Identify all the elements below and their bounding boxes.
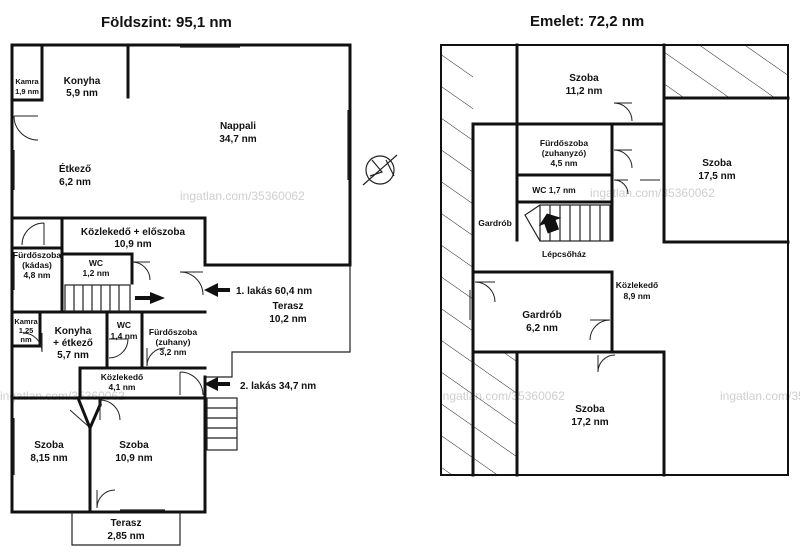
watermark: ingatlan.com/35360062 <box>720 389 800 403</box>
room-area: 10,2 nm <box>269 314 306 325</box>
room-label: Terasz <box>273 301 304 312</box>
room-label: Étkező <box>59 162 91 175</box>
upper-floor-title: Emelet: 72,2 nm <box>530 13 644 30</box>
room-area: 2,85 nm <box>107 531 144 542</box>
room-area: 6,2 nm <box>526 323 558 334</box>
room-label: Szoba <box>575 404 605 415</box>
room-area: 6,2 nm <box>59 177 91 188</box>
room-label: Fürdőszoba <box>13 250 61 260</box>
room-label: Kamra <box>14 317 38 326</box>
room-area: 17,2 nm <box>571 417 608 428</box>
room-area: 11,2 nm <box>566 86 603 97</box>
room-area: 8,15 nm <box>30 453 67 464</box>
room-label: Közlekedő + előszoba <box>81 227 186 238</box>
room-area: 5,9 nm <box>66 88 98 99</box>
room-label: Terasz <box>111 518 142 529</box>
room-area: 4,8 nm <box>24 270 51 280</box>
room-area: 17,5 nm <box>698 171 735 182</box>
room-label: Gardrób <box>522 310 561 321</box>
room-label: WC <box>89 258 103 268</box>
watermark: ingatlan.com/35360062 <box>180 189 305 203</box>
upper-floor-plan <box>440 43 790 477</box>
room-area: 1,9 nm <box>15 87 39 96</box>
room-label: Fürdőszoba <box>149 327 197 337</box>
room-label: Konyha <box>55 326 92 337</box>
room-area: 10,9 nm <box>114 239 151 250</box>
room-label: + étkező <box>53 338 93 349</box>
ground-floor-plan <box>10 43 398 546</box>
room-area: 3,2 nm <box>160 347 187 357</box>
room-area: 5,7 nm <box>57 350 89 361</box>
room-label: Szoba <box>119 440 149 451</box>
room-area: 34,7 nm <box>219 134 256 145</box>
room-area: 10,9 nm <box>115 453 152 464</box>
room-area: 1,25 <box>19 326 34 335</box>
room-area: 4,1 nm <box>109 382 136 392</box>
upper-floor-labels: Szoba 11,2 nm Fürdőszoba (zuhanyzó) 4,5 … <box>478 73 735 428</box>
room-label: Gardrób <box>478 218 512 228</box>
watermark: ingatlan.com/35360062 <box>590 186 715 200</box>
room-label: Fürdőszoba <box>540 138 588 148</box>
room-area-unit: nm <box>20 335 32 344</box>
room-label: Szoba <box>702 158 732 169</box>
room-label: Kamra <box>15 77 39 86</box>
room-label: (zuhany) <box>156 337 191 347</box>
room-label: (kádas) <box>22 260 52 270</box>
room-area: 1,2 nm <box>83 268 110 278</box>
room-label: Lépcsőház <box>542 249 586 259</box>
room-label: Közlekedő <box>101 372 144 382</box>
room-label: Szoba <box>34 440 64 451</box>
room-area: 8,9 nm <box>624 291 651 301</box>
room-label: WC 1,7 nm <box>532 185 576 195</box>
ground-floor-title: Földszint: 95,1 nm <box>101 14 232 31</box>
room-area: 1,4 nm <box>111 331 138 341</box>
room-label: Közlekedő <box>616 280 659 290</box>
unit-1-label: 1. lakás 60,4 nm <box>236 286 312 297</box>
unit-2-label: 2. lakás 34,7 nm <box>240 381 316 392</box>
room-label: Konyha <box>64 76 101 87</box>
room-label: Szoba <box>569 73 599 84</box>
room-area: 4,5 nm <box>551 158 578 168</box>
room-label: (zuhanyzó) <box>542 148 587 158</box>
room-label: Nappali <box>220 121 256 132</box>
room-label: WC <box>117 320 131 330</box>
ground-floor-labels: Kamra 1,9 nm Konyha 5,9 nm Nappali 34,7 … <box>13 76 316 542</box>
